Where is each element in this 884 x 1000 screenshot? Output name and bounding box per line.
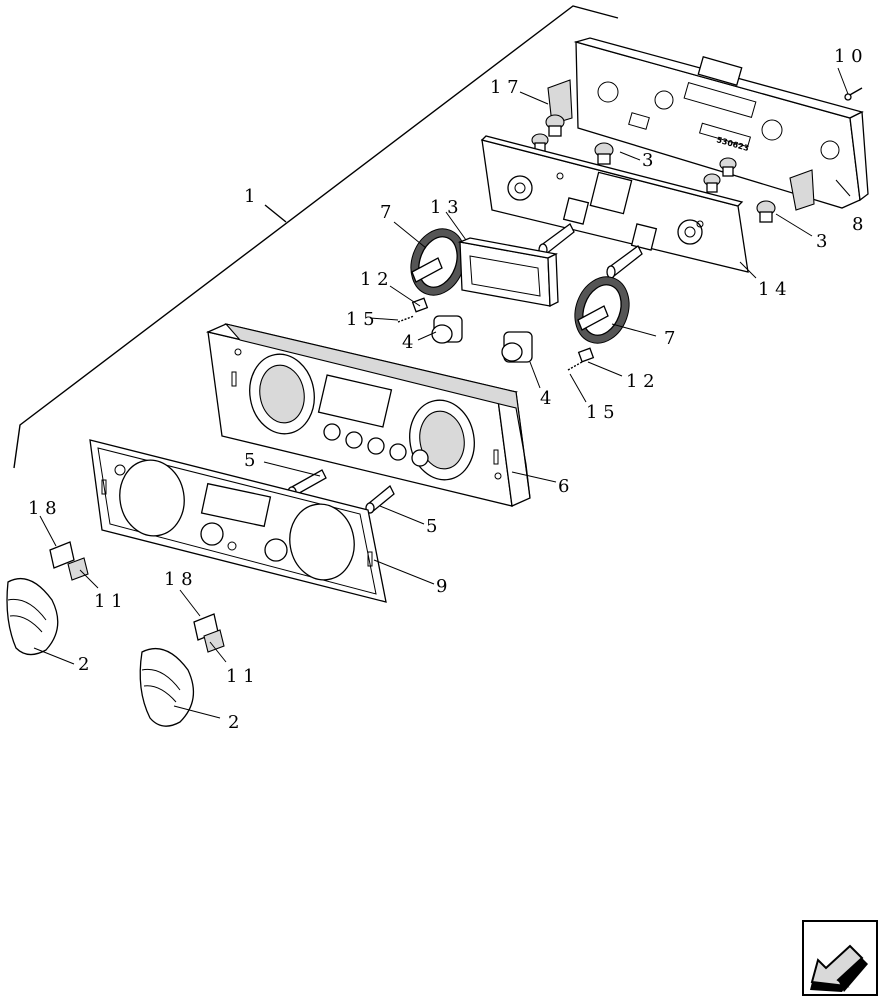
callout-12-upper: 1 2 (360, 269, 389, 290)
springs-and-plungers (397, 297, 595, 371)
callout-13: 1 3 (430, 197, 459, 218)
circuit-board (480, 135, 749, 279)
callout-8: 8 (852, 214, 863, 235)
callout-18-left: 1 8 (28, 498, 57, 519)
knob-clips (49, 541, 225, 653)
return-arrow-icon[interactable] (802, 920, 878, 996)
callout-4-right: 4 (540, 388, 551, 409)
callout-10: 1 0 (834, 46, 863, 67)
callout-labels: 1 2 2 3 3 4 4 5 5 6 7 7 8 9 1 0 1 1 1 1 … (28, 46, 863, 733)
callout-7-right: 7 (664, 328, 675, 349)
gear-wheels (410, 228, 630, 344)
callout-2-left: 2 (78, 654, 89, 675)
rear-housing: 530623 (547, 37, 869, 211)
callout-2-right: 2 (228, 712, 239, 733)
callout-15-lower: 1 5 (586, 402, 615, 423)
callout-14: 1 4 (758, 279, 787, 300)
callout-5-lower: 5 (426, 516, 437, 537)
callout-3-top: 3 (642, 150, 653, 171)
front-housing (205, 323, 531, 507)
callout-7-left: 7 (380, 202, 391, 223)
bulbs (531, 114, 776, 223)
callout-17: 1 7 (490, 77, 519, 98)
callout-4-left: 4 (402, 332, 413, 353)
display-module (457, 237, 559, 308)
callout-15-upper: 1 5 (346, 309, 375, 330)
control-knobs (6, 577, 195, 727)
callout-11-right: 1 1 (226, 666, 255, 687)
assembly-bracket (13, 5, 619, 469)
push-buttons (431, 315, 533, 363)
callout-5-upper: 5 (244, 450, 255, 471)
callout-12-lower: 1 2 (626, 371, 655, 392)
leader-lines (33, 67, 851, 719)
callout-6: 6 (558, 476, 569, 497)
callout-18-right: 1 8 (164, 569, 193, 590)
callout-1: 1 (244, 186, 255, 207)
callout-9: 9 (436, 576, 447, 597)
callout-11-left: 1 1 (94, 591, 123, 612)
callout-3-right: 3 (816, 231, 827, 252)
front-bezel (89, 439, 387, 603)
